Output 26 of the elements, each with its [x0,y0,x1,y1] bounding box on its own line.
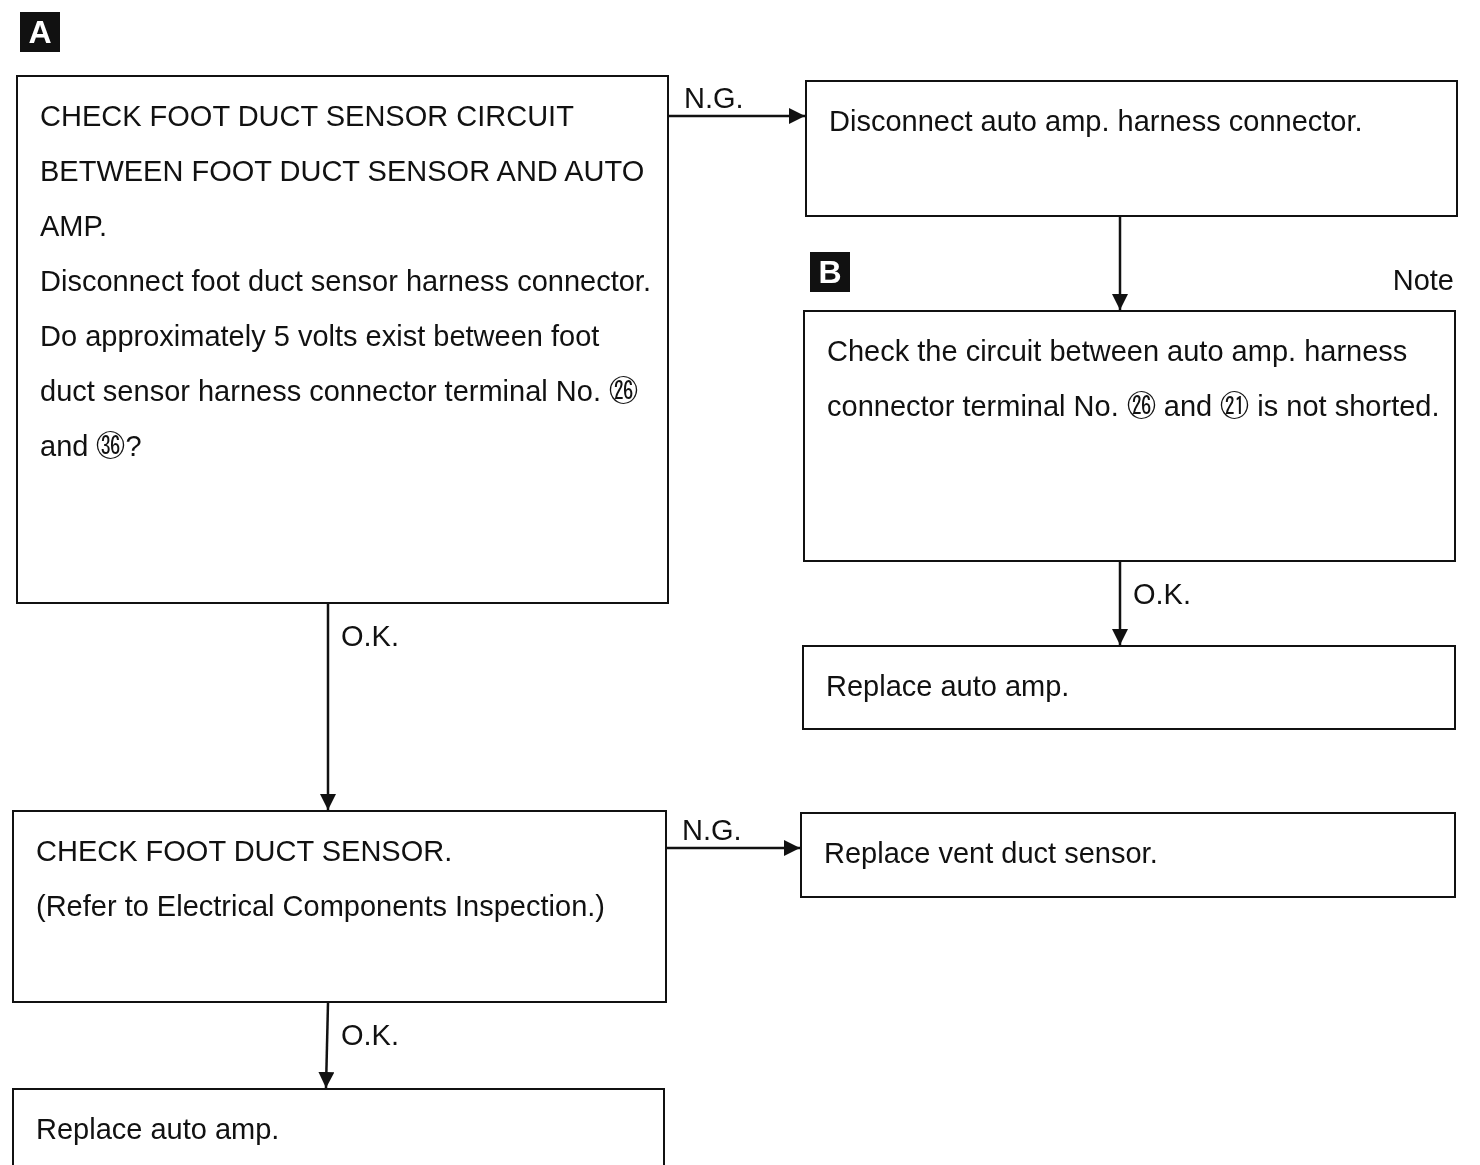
step-text: Replace auto amp. [826,669,1071,704]
arrow [318,1002,335,1089]
step-text: Disconnect foot duct sensor harness connector. [40,264,652,299]
process-box [12,1088,665,1165]
arrow [320,604,336,810]
step-text: Replace auto amp. [36,1112,281,1147]
process-box [800,812,1456,898]
step-text: (Refer to Electrical Components Inspection.) [36,889,606,924]
process-box [805,80,1458,217]
arrow [1112,217,1128,310]
process-box [12,810,667,1003]
step-text: CHECK FOOT DUCT SENSOR. [36,834,454,869]
step-text: Replace vent duct sensor. [824,836,1159,871]
step-text: CHECK FOOT DUCT SENSOR CIRCUIT BETWEEN FOOT DUCT SENSOR AND AUTO AMP. [40,99,646,244]
step-text: Disconnect auto amp. harness connector. [829,104,1364,139]
arrow [667,840,800,856]
process-box [802,645,1456,730]
note-label: Note [1392,264,1454,296]
process-box [16,75,669,604]
step-text: Check the circuit between auto amp. harness connector terminal No. ㉖ and ㉑ is not shorted. [827,334,1440,424]
step-text: Do approximately 5 volts exist between foot duct sensor harness connector terminal No. ㉖ and ㊱? [40,319,639,464]
process-box [803,310,1456,562]
section-marker: A [20,12,60,52]
arrow [1112,562,1128,645]
section-marker: B [810,252,850,292]
arrow [669,108,805,124]
